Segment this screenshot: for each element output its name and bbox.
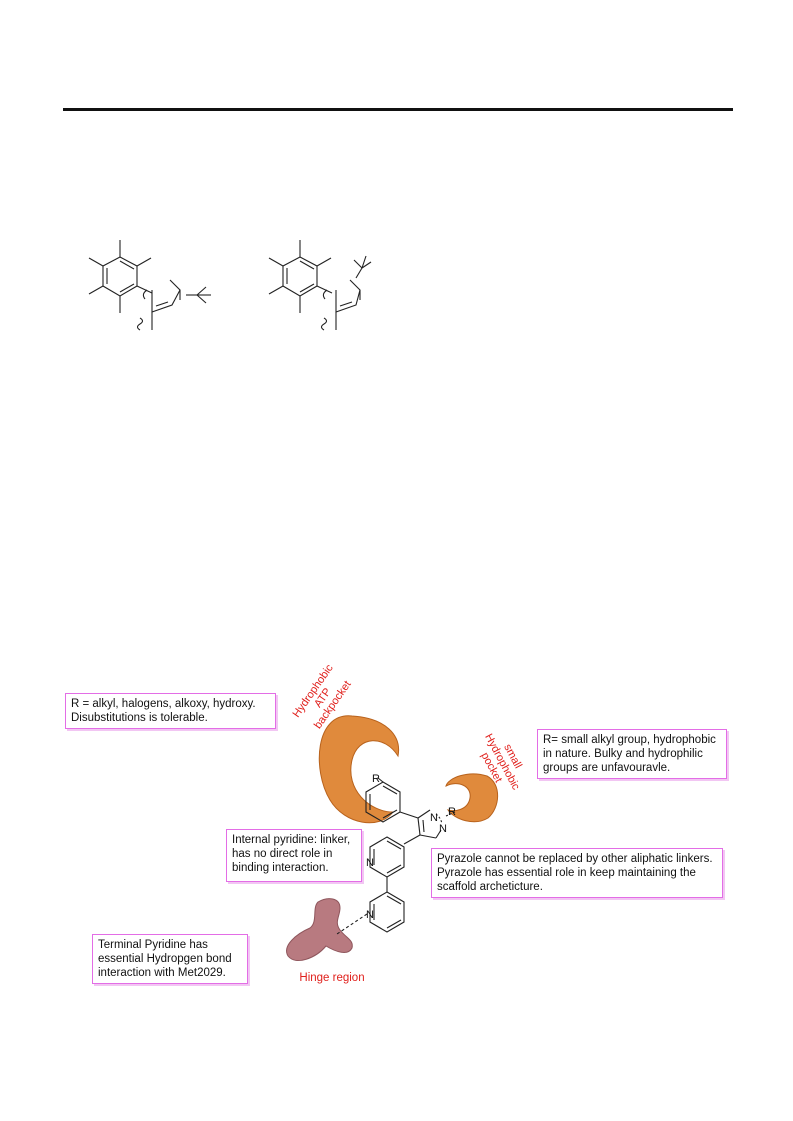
atom-r-pyrazole: R [448,806,456,818]
atom-n1: N [430,812,438,824]
mesityl-ring-right [282,256,318,297]
top-rule [63,108,733,111]
hinge-region-shape [286,898,353,961]
note-terminal-pyridine: Terminal Pyridine has essential Hydropge… [92,934,248,984]
phenyl-ring [365,781,401,823]
scaffold [336,777,456,935]
note-r-group: R = alkyl, halogens, alkoxy, hydroxy. Di… [65,693,276,729]
atp-backpocket-shape [318,715,400,824]
note-r-small: R= small alkyl group, hydrophobic in nat… [537,729,727,779]
mesityl-ring-left [102,256,138,297]
structure-left [88,240,211,331]
internal-pyridine-ring [369,836,405,878]
atom-n-internal: N [366,857,374,869]
atom-n2: N [439,823,447,835]
hinge-region-label: Hinge region [299,972,365,984]
terminal-pyridine-ring [369,891,405,933]
atom-r-phenyl: R [372,773,380,785]
note-internal-pyridine: Internal pyridine: linker, has no direct… [226,829,362,882]
small-pocket-shape [445,773,499,823]
structure-right [268,240,372,331]
note-pyrazole: Pyrazole cannot be replaced by other ali… [431,848,723,898]
atom-n-terminal: N [366,909,374,921]
